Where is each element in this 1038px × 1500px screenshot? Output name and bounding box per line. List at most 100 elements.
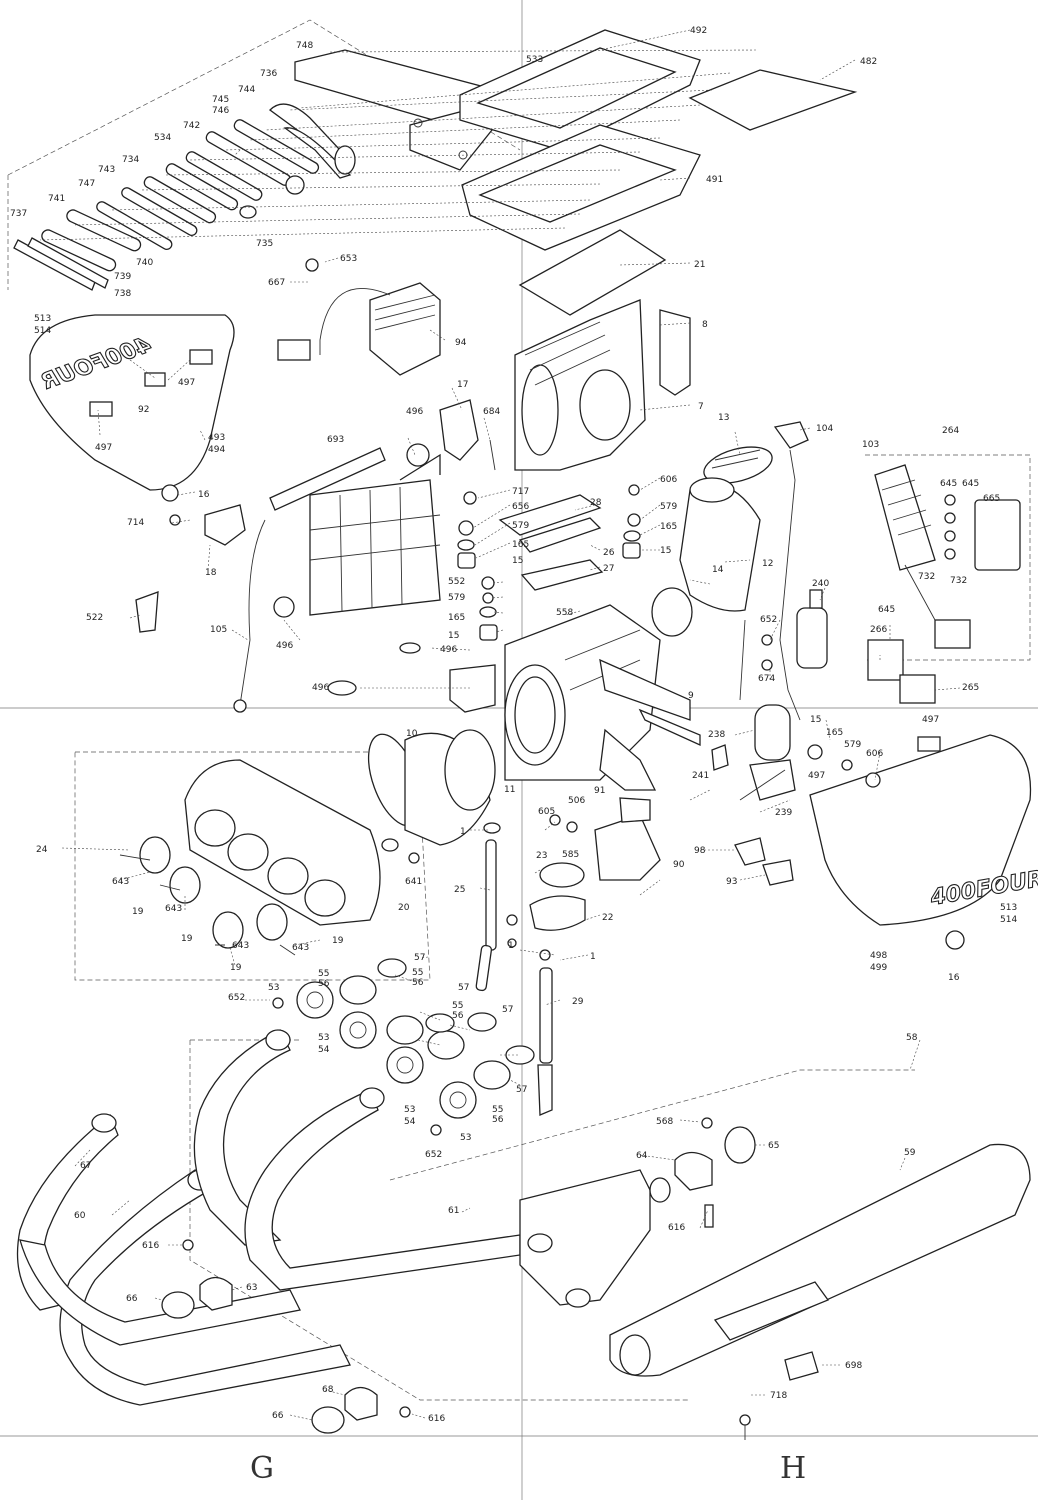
callout: 497 [808,771,825,781]
callout: 265 [962,683,979,693]
callout: 1 [508,941,514,951]
callout: 747 [78,179,95,189]
callout: 264 [942,426,959,436]
callout: 238 [708,730,725,740]
callout: 745 [212,95,229,105]
regulator [277,258,441,376]
callout: 742 [183,121,200,131]
callout: 482 [860,57,877,67]
callout: 534 [154,133,171,143]
callout: 513 [34,314,51,324]
callout: 53 [268,983,279,993]
callout: 15 [448,631,459,641]
callout: 8 [702,320,708,330]
callout: 94 [455,338,467,348]
callout: 15 [810,715,821,725]
callout: 499 [870,963,887,973]
callout: 105 [210,625,227,635]
callout: 92 [138,405,149,415]
callout: 241 [692,771,709,781]
callout: 60 [74,1211,86,1221]
drain-tubes [475,822,553,1116]
callout: 19 [332,936,344,946]
callout: 606 [866,749,883,759]
callout: 240 [812,579,829,589]
wrench-set [13,119,320,291]
callout: 19 [132,907,144,917]
callout: 55 [452,1001,463,1011]
callout: 66 [272,1411,284,1421]
callout: 55 [318,969,329,979]
callout: 57 [458,983,469,993]
callout: 643 [232,941,249,951]
callout: 494 [208,445,225,455]
callout: 739 [114,272,131,282]
callout: 732 [950,576,967,586]
callout: 68 [322,1385,334,1395]
callout: 54 [318,1045,330,1055]
callout: 492 [690,26,707,36]
callout: 13 [718,413,729,423]
callout: 20 [398,903,410,913]
callout: 735 [256,239,273,249]
callout: 746 [212,106,229,116]
callout: 91 [594,786,605,796]
callout: 616 [428,1414,445,1424]
breather-chamber [529,814,586,931]
callout: 26 [603,548,615,558]
callout: 652 [425,1150,442,1160]
callout-labels: 533 748 736 744 745 746 742 534 734 743 … [10,26,1017,1424]
callout: 19 [181,934,193,944]
callout: 496 [406,407,423,417]
air-cleaner-case [459,29,858,471]
callout: 568 [656,1117,673,1127]
callout: 579 [448,593,465,603]
callout: 514 [1000,915,1017,925]
callout: 63 [246,1283,257,1293]
callout: 103 [862,440,879,450]
callout: 53 [318,1033,329,1043]
callout: 491 [706,175,723,185]
intake-boots [367,729,496,846]
callout: 239 [775,808,792,818]
callout: 552 [448,577,465,587]
callout: 14 [712,565,724,575]
callout: 1 [460,827,466,837]
callout: 53 [404,1105,415,1115]
callout: 736 [260,69,277,79]
callout: 665 [983,494,1000,504]
exhaust-pipes [16,1029,671,1406]
callout: 90 [673,860,685,870]
callout: 65 [768,1141,779,1151]
callout: 714 [127,518,144,528]
callout: 513 [1000,903,1017,913]
callout: 57 [502,1005,513,1015]
callout: 57 [414,953,425,963]
callout: 53 [460,1133,471,1143]
callout: 732 [918,572,935,582]
fuse-box [867,464,1021,704]
air-cleaner-lower [449,494,701,791]
callout: 55 [412,968,423,978]
callout: 493 [208,433,225,443]
callout: 645 [962,479,979,489]
pliers [269,103,356,179]
callout: 652 [760,615,777,625]
callout: 740 [136,258,153,268]
callout: 11 [504,785,515,795]
callout: 616 [668,1223,685,1233]
callout: 58 [906,1033,918,1043]
callout: 738 [114,289,131,299]
callout: 55 [492,1105,503,1115]
mount-rubbers [457,484,641,641]
callout: 24 [36,845,48,855]
callout: 266 [870,625,887,635]
callout: 22 [602,913,613,923]
callout: 165 [512,540,529,550]
callout: 667 [268,278,285,288]
callout: 533 [526,55,543,65]
callout: 66 [126,1294,138,1304]
callout: 27 [603,564,614,574]
intake-duct [651,446,773,637]
